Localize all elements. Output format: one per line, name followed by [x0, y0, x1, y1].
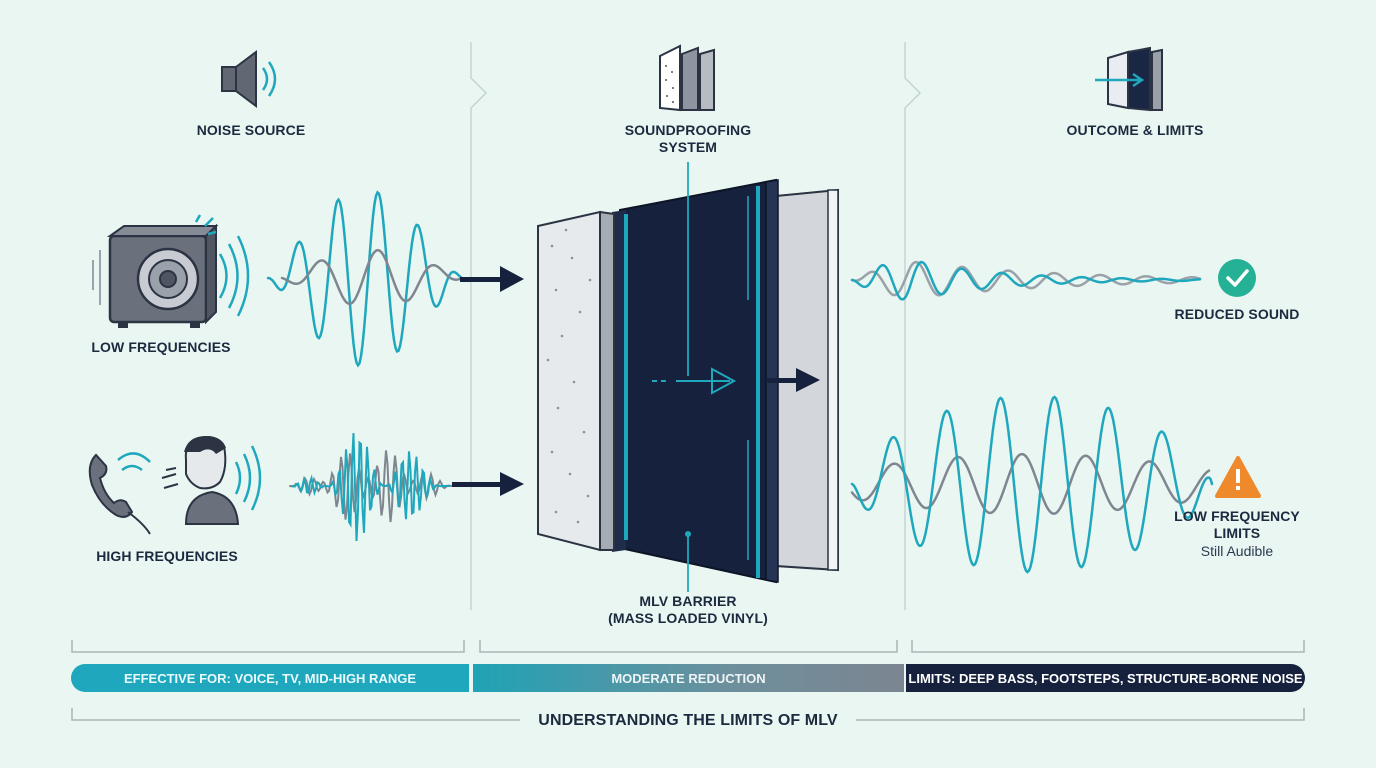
high-frequency-wave: [289, 433, 453, 542]
output-arrow: [766, 368, 820, 392]
high-frequencies-label: HIGH FREQUENCIES: [96, 548, 238, 564]
check-icon: [1218, 259, 1256, 297]
effective-bar-label: EFFECTIVE FOR: VOICE, TV, MID-HIGH RANGE: [123, 670, 417, 686]
input-arrows: [452, 266, 524, 496]
soundproofing-system-heading: SOUNDPROOFING SYSTEM: [624, 122, 752, 155]
reduced-sound-wave: [850, 260, 1202, 301]
moderate-bar-label: MODERATE REDUCTION: [611, 670, 766, 686]
reduced-sound-label: REDUCED SOUND: [1174, 306, 1300, 322]
phone-icon: [88, 452, 151, 535]
subwoofer-icon: [92, 214, 250, 328]
mlv-barrier-label: MLV BARRIER: [639, 593, 737, 609]
panel-layers-icon: [659, 44, 715, 112]
still-audible-label: Still Audible: [1200, 543, 1274, 559]
limits-bar: LIMITS: DEEP BASS, FOOTSTEPS, STRUCTURE-…: [906, 664, 1305, 692]
column-dividers: [470, 42, 922, 610]
noise-source-heading: NOISE SOURCE: [196, 122, 306, 138]
limits-bar-label: LIMITS: DEEP BASS, FOOTSTEPS, STRUCTURE-…: [908, 670, 1303, 686]
low-frequency-label: LOW FREQUENCY: [1174, 508, 1300, 524]
soundproofing-panel: [537, 162, 839, 592]
low-frequency-wave: [266, 190, 464, 368]
outcome-limits-heading: OUTCOME & LIMITS: [1066, 122, 1204, 138]
mlv-barrier-sublabel: (MASS LOADED VINYL): [608, 610, 768, 626]
limits-label: LIMITS: [1213, 525, 1261, 541]
warning-icon: [1215, 456, 1261, 498]
low-frequency-limit-wave: [850, 395, 1214, 574]
panel-arrow-icon: [1095, 46, 1163, 112]
section-brackets: [71, 640, 1305, 721]
moderate-bar: MODERATE REDUCTION: [473, 664, 904, 692]
person-speaking-icon: [161, 436, 262, 525]
low-frequencies-label: LOW FREQUENCIES: [91, 339, 231, 355]
footer-title: UNDERSTANDING THE LIMITS OF MLV: [538, 712, 838, 729]
effective-bar: EFFECTIVE FOR: VOICE, TV, MID-HIGH RANGE: [71, 664, 469, 692]
speaker-icon: [221, 50, 277, 108]
